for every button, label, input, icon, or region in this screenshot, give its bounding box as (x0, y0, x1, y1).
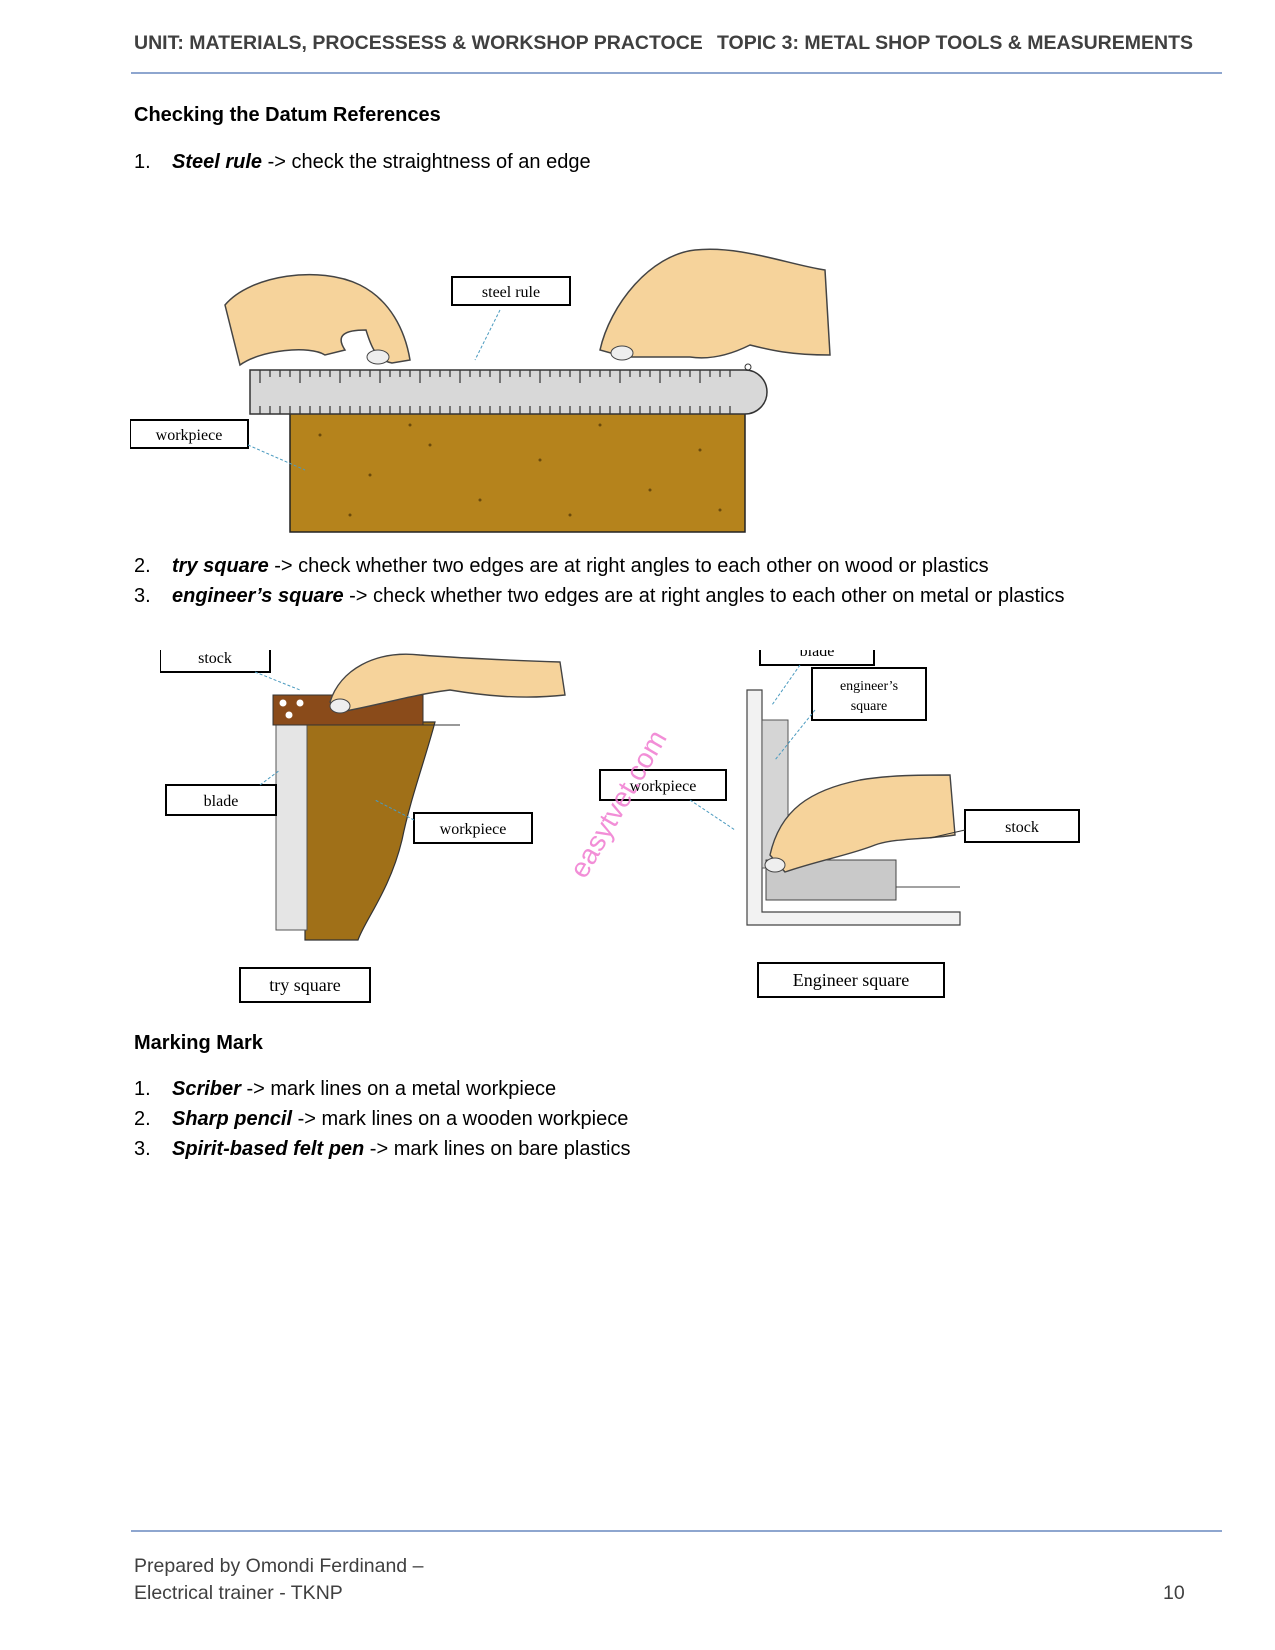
list-item: 2. Sharp pencil -> mark lines on a wooden… (134, 1108, 628, 1131)
list-desc: -> mark lines on a wooden workpiece (292, 1108, 629, 1130)
section-title-datum: Checking the Datum References (134, 104, 441, 126)
page-number: 10 (1163, 1582, 1185, 1604)
section-title-marking: Marking Mark (134, 1032, 263, 1054)
label-workpiece-eng: workpiece (630, 778, 697, 795)
try-square-blade (275, 721, 308, 931)
steel-rule-figure: steel rule workpiece (130, 248, 831, 533)
engineer-square-hand (769, 774, 956, 873)
footer-author: Prepared by Omondi Ferdinand – (134, 1555, 424, 1577)
header-topic: TOPIC 3: METAL SHOP TOOLS & MEASUREMENTS (717, 32, 1193, 54)
list-number: 1. (134, 1078, 151, 1100)
footer-rule (131, 1530, 1222, 1532)
label-blade: blade (204, 793, 239, 810)
list-number: 2. (134, 555, 151, 577)
list-term: Scriber (172, 1078, 241, 1100)
list-term: Spirit-based felt pen (172, 1138, 365, 1160)
label-stock: stock (198, 650, 232, 667)
label-engineers-square-2: square (851, 699, 888, 714)
try-square-hand (329, 653, 566, 713)
try-square-workpiece (304, 721, 436, 941)
list-desc: -> check the straightness of an edge (262, 151, 591, 173)
list-number: 1. (134, 151, 151, 173)
label-engineers-square-1: engineer’s (840, 679, 898, 694)
list-item: 2. try square -> check whether two edges … (134, 555, 989, 578)
list-desc: -> mark lines on bare plastics (364, 1138, 631, 1160)
list-item: 1. Steel rule -> check the straightness o… (134, 151, 591, 174)
list-item: 1. Scriber -> mark lines on a metal workp… (134, 1078, 556, 1101)
right-hand (599, 248, 831, 359)
list-number: 3. (134, 585, 151, 607)
label-workpiece-try: workpiece (440, 821, 507, 838)
list-number: 3. (134, 1138, 151, 1160)
list-term: Steel rule (172, 151, 263, 173)
squares-figure: stock blade workpiece try square blade e… (160, 650, 1080, 1003)
label-steel-rule: steel rule (482, 284, 540, 301)
list-number: 2. (134, 1108, 151, 1130)
label-stock-eng: stock (1005, 819, 1039, 836)
caption-try-square: try square (269, 975, 340, 995)
header-unit: UNIT: MATERIALS, PROCESSESS & WORKSHOP P… (134, 32, 703, 54)
footer-role: Electrical trainer - TKNP (134, 1582, 343, 1604)
list-term: Sharp pencil (172, 1108, 293, 1130)
label-blade-eng: blade (800, 650, 835, 660)
list-desc: -> check whether two edges are at right … (268, 555, 989, 577)
workpiece-block (289, 409, 746, 533)
caption-engineer-square: Engineer square (793, 970, 909, 990)
list-term: engineer’s square (172, 585, 344, 607)
list-desc: -> mark lines on a metal workpiece (240, 1078, 557, 1100)
list-term: try square (172, 555, 269, 577)
header-rule (131, 72, 1222, 74)
engineer-square-workpiece (746, 689, 961, 926)
list-item: 3. engineer’s square -> check whether two… (134, 585, 1065, 608)
list-item: 3. Spirit-based felt pen -> mark lines on… (134, 1138, 630, 1161)
watermark: easytvet.com (563, 725, 672, 883)
steel-rule-shape (249, 369, 768, 415)
label-workpiece: workpiece (156, 427, 223, 444)
list-desc: -> check whether two edges are at right … (343, 585, 1065, 607)
